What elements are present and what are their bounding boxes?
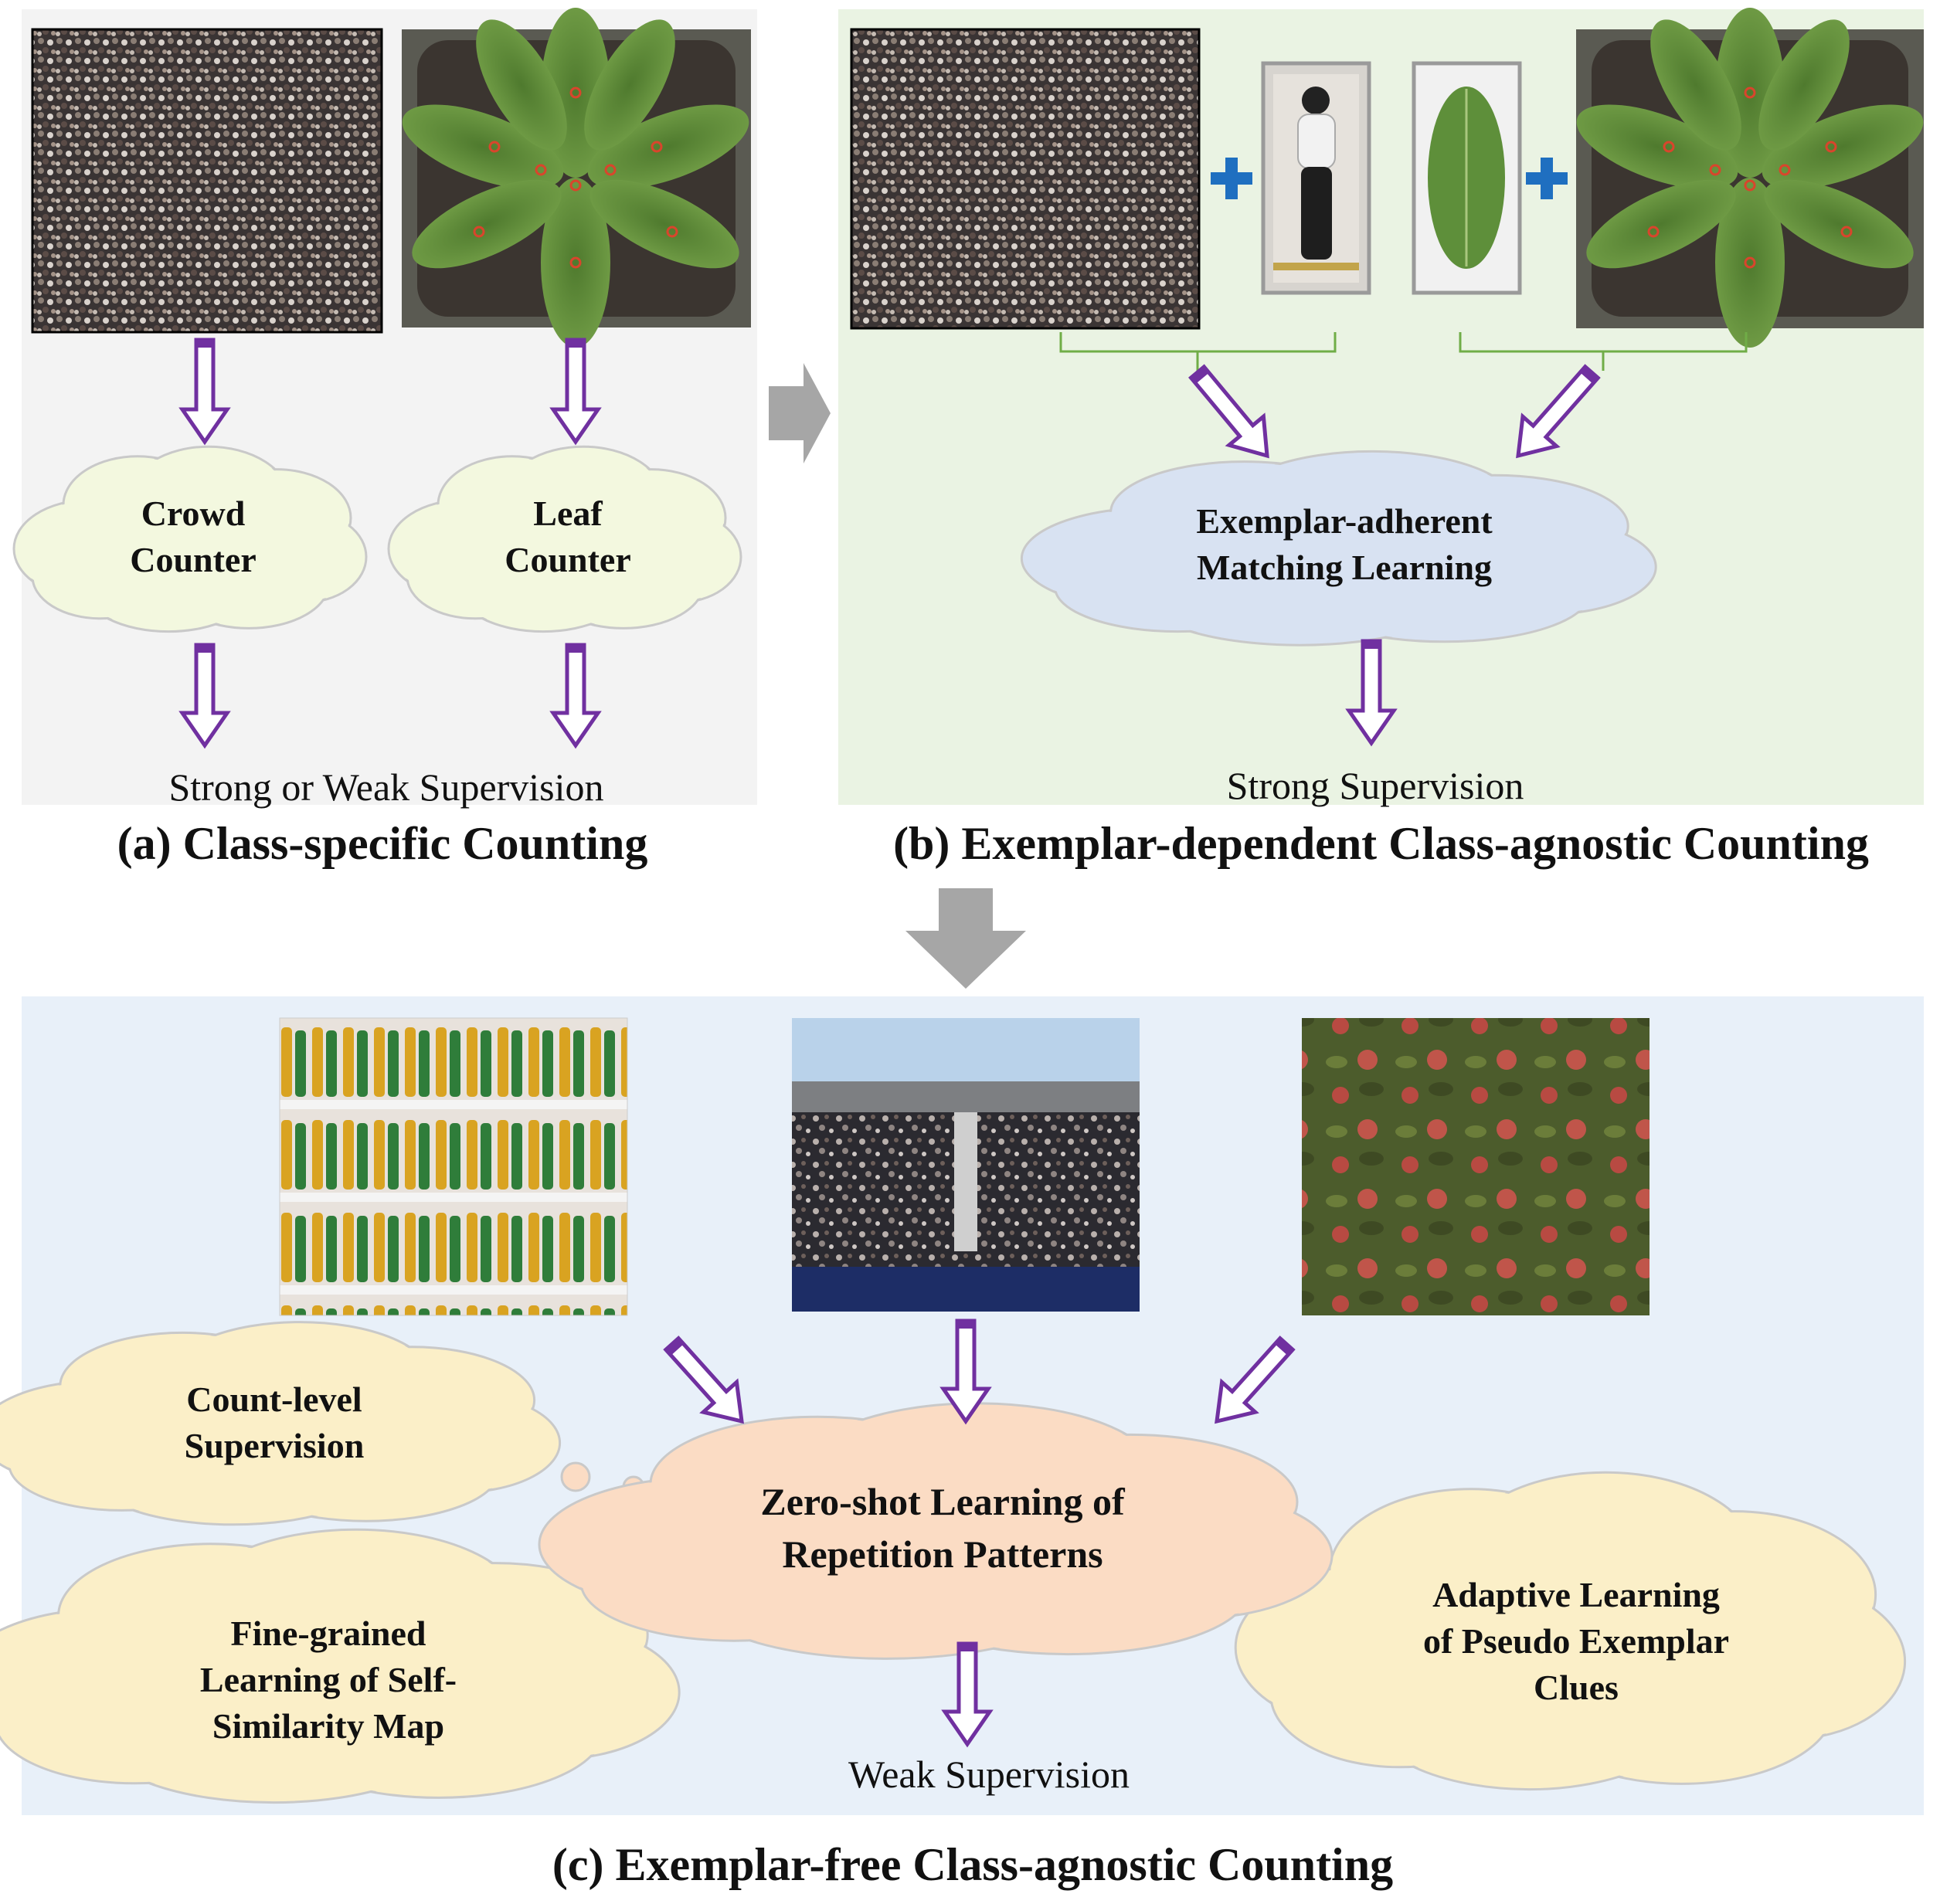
plant-image-b (1576, 8, 1924, 348)
zero-shot-line2: Repetition Patterns (782, 1532, 1103, 1576)
inauguration-crowd-image (792, 1018, 1140, 1312)
down-arrow (549, 338, 602, 446)
matching-learning-line2: Matching Learning (1196, 548, 1493, 587)
crowd-counter-cloud (12, 445, 368, 633)
count-level-line1: Count-level (186, 1380, 362, 1419)
flow-arrow-down (905, 888, 1026, 989)
person-exemplar-image (1261, 61, 1371, 295)
flow-arrow-right (769, 363, 831, 463)
panel-c-title: (c) Exemplar-free Class-agnostic Countin… (552, 1839, 1394, 1890)
shelf-image (279, 1017, 628, 1316)
matching-learning-line1: Exemplar-adherent (1196, 501, 1493, 541)
thought-bubble (560, 1461, 591, 1492)
matching-learning-cloud (1020, 450, 1657, 647)
plus-icon (1526, 158, 1568, 199)
zero-shot-line1: Zero-shot Learning of (760, 1480, 1125, 1523)
panel-b-supervision: Strong Supervision (1226, 764, 1524, 807)
diagonal-arrow (663, 1336, 744, 1424)
diagonal-arrow (1188, 364, 1269, 459)
plus-icon (1211, 158, 1252, 199)
plant-image-a (402, 8, 751, 348)
fine-grained-line2: Learning of Self- (199, 1660, 457, 1699)
matching-learning-label: Exemplar-adherent Matching Learning (1113, 498, 1576, 591)
adaptive-learning-cloud (1234, 1471, 1907, 1791)
down-arrow (178, 338, 231, 446)
panel-a-supervision: Strong or Weak Supervision (168, 765, 604, 809)
panel-b-title: (b) Exemplar-dependent Class-agnostic Co… (893, 818, 1869, 869)
count-level-label: Count-level Supervision (139, 1376, 409, 1469)
zero-shot-cloud (538, 1402, 1334, 1660)
adaptive-line3: Clues (1534, 1668, 1619, 1707)
adaptive-learning-label: Adaptive Learning of Pseudo Exemplar Clu… (1383, 1572, 1769, 1711)
crowd-counter-line2: Counter (130, 540, 257, 579)
adaptive-line2: of Pseudo Exemplar (1422, 1621, 1730, 1661)
count-level-cloud (0, 1321, 562, 1526)
adaptive-line1: Adaptive Learning (1432, 1575, 1720, 1614)
panel-a-title: (a) Class-specific Counting (117, 818, 648, 869)
leaf-counter-label: Leaf Counter (460, 490, 676, 583)
down-arrow (939, 1319, 992, 1425)
down-arrow (178, 643, 231, 749)
bracket-right (1459, 332, 1748, 371)
down-arrow (941, 1641, 994, 1748)
leaf-counter-line1: Leaf (533, 494, 603, 533)
crowd-image-b (850, 28, 1201, 330)
fine-grained-line1: Fine-grained (230, 1614, 426, 1653)
leaf-exemplar-image (1412, 61, 1522, 295)
fine-grained-cloud (0, 1528, 681, 1804)
fine-grained-line3: Similarity Map (212, 1706, 445, 1746)
leaf-counter-cloud (387, 445, 742, 633)
down-arrow (549, 643, 602, 749)
diagonal-arrow (1516, 364, 1601, 459)
zero-shot-label: Zero-shot Learning of Repetition Pattern… (680, 1475, 1205, 1580)
down-arrow (1345, 639, 1398, 747)
crowd-image-a (31, 28, 383, 334)
count-level-line2: Supervision (184, 1426, 365, 1465)
crowd-counter-line1: Crowd (141, 494, 246, 533)
leaf-counter-line2: Counter (505, 540, 631, 579)
fine-grained-label: Fine-grained Learning of Self- Similarit… (147, 1610, 510, 1750)
bracket-left (1059, 332, 1337, 371)
diagonal-arrow (1215, 1336, 1296, 1424)
apple-tree-image (1302, 1018, 1650, 1315)
crowd-counter-label: Crowd Counter (85, 490, 301, 583)
panel-c-supervision: Weak Supervision (848, 1753, 1130, 1796)
